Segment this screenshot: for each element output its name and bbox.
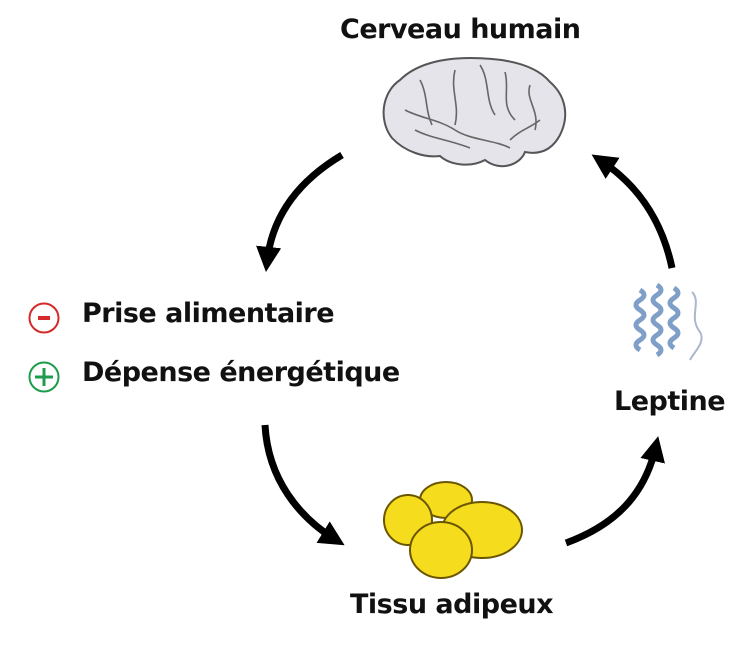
arrow-leptin-to-brain xyxy=(591,154,676,269)
leptin-label: Leptine xyxy=(614,386,726,417)
fat-cells-icon xyxy=(383,481,523,579)
plus-circle-icon xyxy=(28,361,60,393)
protein-structure-icon xyxy=(633,282,703,361)
minus-circle-icon xyxy=(28,302,60,334)
arrow-brain-to-effects xyxy=(256,151,344,273)
food-intake-label: Prise alimentaire xyxy=(82,298,335,329)
brain-label: Cerveau humain xyxy=(340,14,581,45)
energy-expenditure-label: Dépense énergétique xyxy=(82,357,400,388)
arrow-effects-to-adipose xyxy=(261,424,345,546)
adipose-tissue-label: Tissu adipeux xyxy=(350,589,554,620)
arrow-adipose-to-leptin xyxy=(564,436,665,547)
brain-icon xyxy=(382,56,567,168)
